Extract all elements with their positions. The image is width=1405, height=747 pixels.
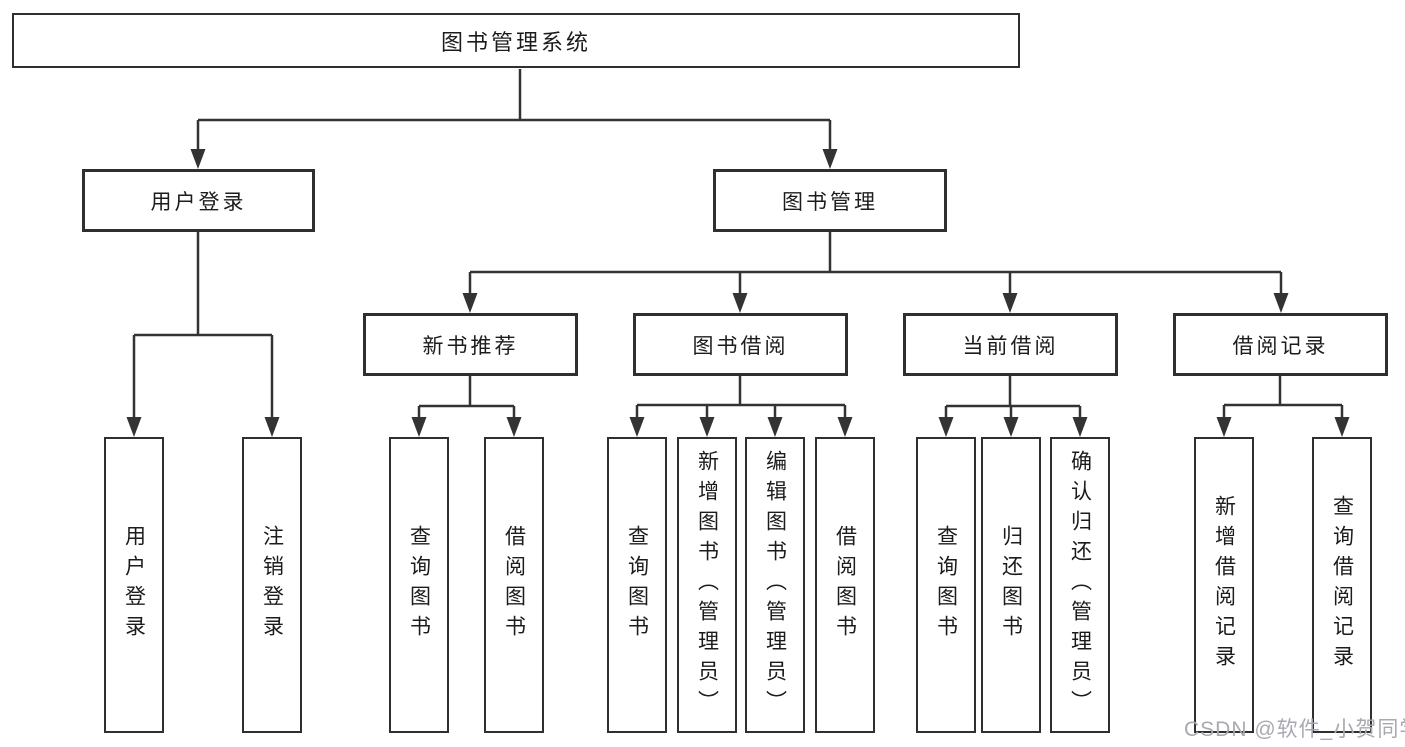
node-book-management-branch: 图书管理 [713,169,947,232]
leaf-edit-books-admin: 编辑图书（管理员） [745,437,805,733]
node-library-management-system: 图书管理系统 [12,13,1020,68]
leaf-query-books-current: 查询图书 [916,437,976,733]
leaf-borrow-books-recommend: 借阅图书 [484,437,544,733]
leaf-label: 查询图书 [625,525,649,645]
leaf-label: 查询借阅记录 [1330,495,1354,675]
leaf-return-books: 归还图书 [981,437,1041,733]
leaf-borrow-books: 借阅图书 [815,437,875,733]
leaf-query-borrow-record: 查询借阅记录 [1312,437,1372,733]
leaf-label: 新增图书（管理员） [695,450,719,720]
leaf-label: 归还图书 [999,525,1023,645]
leaf-label: 借阅图书 [502,525,526,645]
node-new-book-recommendation: 新书推荐 [363,313,578,376]
leaf-logout: 注销登录 [242,437,302,733]
leaf-label: 查询图书 [934,525,958,645]
leaf-label: 注销登录 [260,525,284,645]
node-user-login-branch: 用户登录 [82,169,315,232]
leaf-add-borrow-record: 新增借阅记录 [1194,437,1254,733]
leaf-label: 新增借阅记录 [1212,495,1236,675]
node-current-borrowing: 当前借阅 [903,313,1118,376]
node-borrowing-records: 借阅记录 [1173,313,1388,376]
leaf-add-books-admin: 新增图书（管理员） [677,437,737,733]
leaf-query-books-recommend: 查询图书 [389,437,449,733]
leaf-confirm-return-admin: 确认归还（管理员） [1050,437,1110,733]
leaf-user-login: 用户登录 [104,437,164,733]
csdn-watermark: CSDN @软件_小贺同学 [1184,718,1405,741]
leaf-query-books-borrowing: 查询图书 [607,437,667,733]
leaf-label: 编辑图书（管理员） [763,450,787,720]
node-book-borrowing: 图书借阅 [633,313,848,376]
leaf-label: 用户登录 [122,525,146,645]
leaf-label: 确认归还（管理员） [1068,450,1092,720]
leaf-label: 查询图书 [407,525,431,645]
leaf-label: 借阅图书 [833,525,857,645]
connector-lines [132,69,1344,433]
